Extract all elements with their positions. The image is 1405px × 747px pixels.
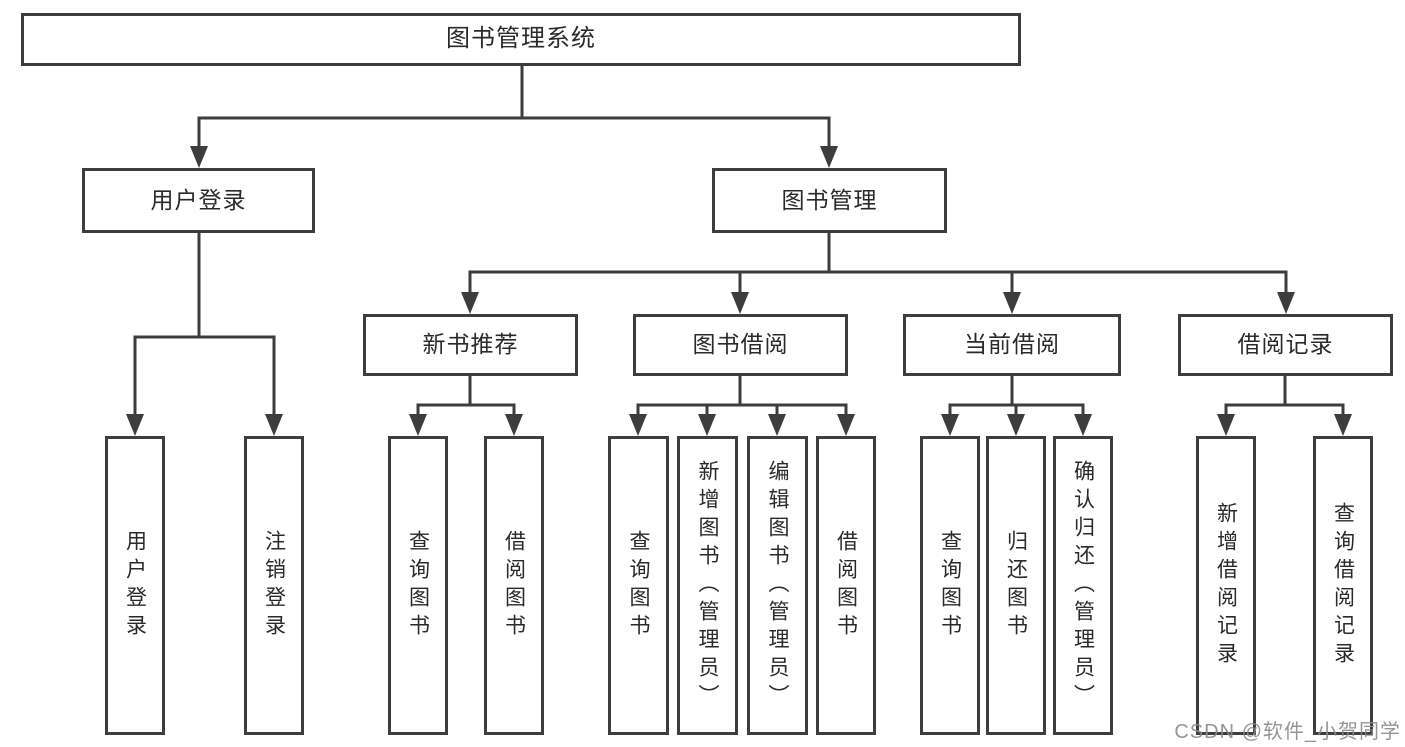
watermark: CSDN @软件_小贺同学 — [1174, 721, 1401, 743]
node-user-login: 用户登录 — [82, 168, 315, 233]
arrow-down-icon — [629, 414, 647, 436]
arrow-down-icon — [731, 292, 749, 314]
arrow-down-icon — [698, 414, 716, 436]
leaf-recommend-query-book: 查询图书 — [388, 436, 448, 735]
arrow-down-icon — [1007, 414, 1025, 436]
node-book-borrow: 图书借阅 — [633, 314, 848, 376]
arrow-down-icon — [1217, 414, 1235, 436]
arrow-down-icon — [1277, 292, 1295, 314]
leaf-borrow-add-book: 新增图书（管理员） — [677, 436, 738, 735]
arrow-down-icon — [768, 414, 786, 436]
leaf-user-login: 用户登录 — [105, 436, 165, 735]
tree-edges — [133, 64, 1345, 417]
leaf-borrow-query-book: 查询图书 — [608, 436, 669, 735]
arrow-down-icon — [265, 414, 283, 436]
arrow-down-icon — [505, 414, 523, 436]
arrow-down-icon — [837, 414, 855, 436]
arrow-down-icon — [461, 292, 479, 314]
leaf-recommend-borrow-book: 借阅图书 — [484, 436, 544, 735]
arrow-down-icon — [1003, 292, 1021, 314]
leaf-current-confirm-return: 确认归还（管理员） — [1053, 436, 1113, 735]
arrow-down-icon — [126, 414, 144, 436]
leaf-borrow-edit-book: 编辑图书（管理员） — [747, 436, 808, 735]
node-current-borrow: 当前借阅 — [903, 314, 1121, 376]
leaf-borrow-borrow-book: 借阅图书 — [816, 436, 876, 735]
node-new-book-recommend: 新书推荐 — [363, 314, 578, 376]
leaf-current-query-book: 查询图书 — [920, 436, 980, 735]
leaf-record-add: 新增借阅记录 — [1196, 436, 1256, 735]
node-borrow-record: 借阅记录 — [1178, 314, 1393, 376]
arrow-down-icon — [820, 146, 838, 168]
leaf-current-return-book: 归还图书 — [986, 436, 1046, 735]
leaf-logout: 注销登录 — [244, 436, 304, 735]
arrowheads — [126, 146, 1352, 436]
arrow-down-icon — [1074, 414, 1092, 436]
node-book-management: 图书管理 — [712, 168, 947, 233]
leaf-record-query: 查询借阅记录 — [1313, 436, 1373, 735]
arrow-down-icon — [941, 414, 959, 436]
arrow-down-icon — [1334, 414, 1352, 436]
arrow-down-icon — [409, 414, 427, 436]
node-root: 图书管理系统 — [21, 13, 1021, 66]
arrow-down-icon — [190, 146, 208, 168]
